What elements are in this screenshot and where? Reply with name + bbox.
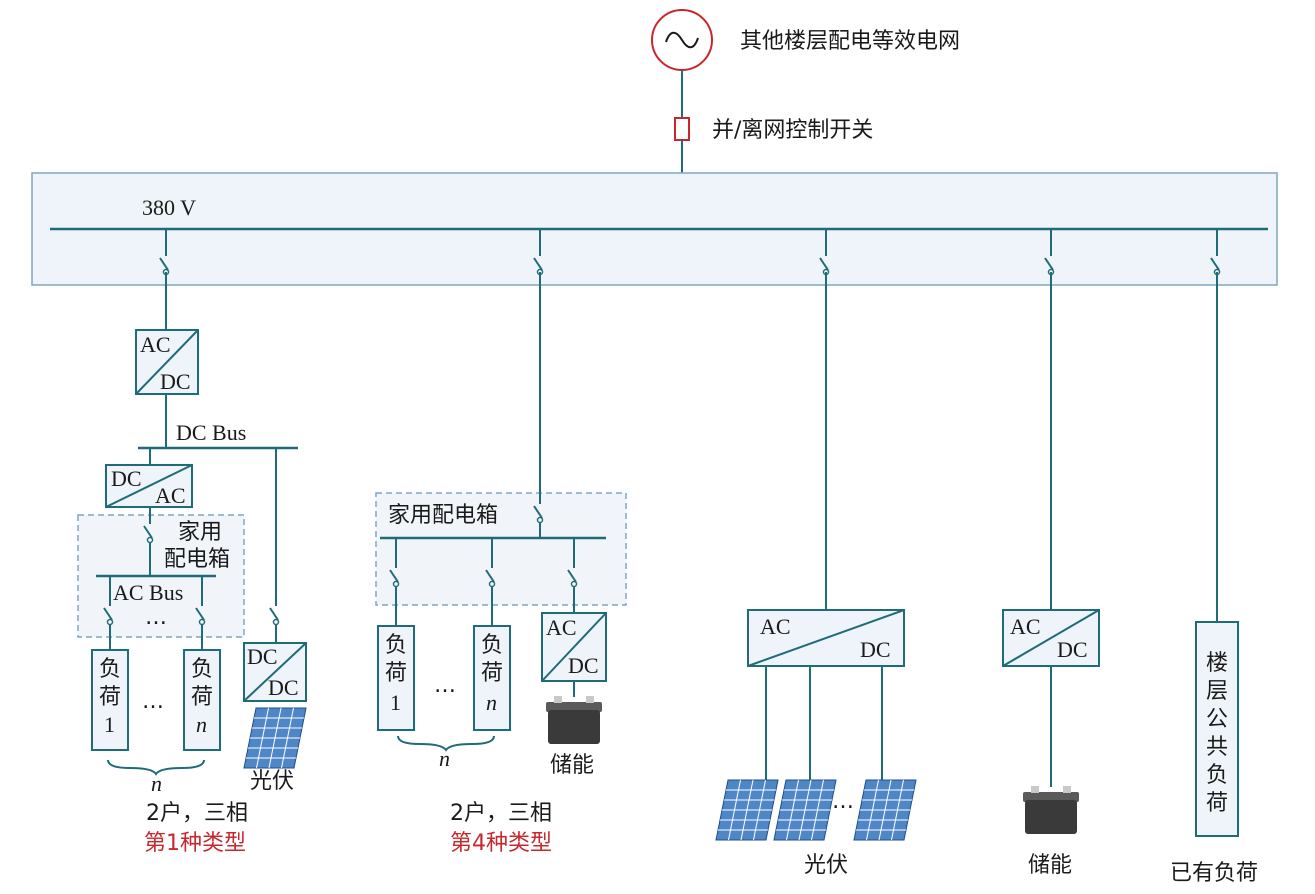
type1-pv-panel-icon <box>243 707 307 769</box>
public-load-char: 荷 <box>1206 791 1228 816</box>
breaker-icon <box>103 600 114 626</box>
grid-label: 其他楼层配电等效电网 <box>740 29 960 54</box>
type1-dots: … <box>145 605 167 630</box>
type4-load-dots: … <box>434 673 456 698</box>
pv-dots: … <box>832 789 854 814</box>
storage-acdc-converter: AC DC <box>1002 609 1100 667</box>
type1-n: n <box>151 771 162 796</box>
svg-text:荷: 荷 <box>191 685 213 710</box>
dc-bus-label: DC Bus <box>176 420 246 445</box>
svg-text:1: 1 <box>104 712 115 737</box>
type1-box-label-1: 家用 <box>178 520 222 545</box>
svg-text:DC: DC <box>268 675 299 700</box>
converter-ac-label: AC <box>155 483 186 508</box>
type1-dcdc-converter: DC DC <box>243 642 307 702</box>
svg-text:DC: DC <box>860 637 891 662</box>
storage-battery-icon <box>1023 786 1079 834</box>
pv-label: 光伏 <box>804 853 848 878</box>
type4-load-n: 负 荷 n <box>473 625 511 731</box>
svg-text:n: n <box>486 690 497 715</box>
converter-dc-label: DC <box>111 466 142 491</box>
svg-text:1: 1 <box>390 690 401 715</box>
ac-bus-label: AC Bus <box>113 580 183 605</box>
svg-text:负: 负 <box>191 657 213 682</box>
type1-load-1: 负 荷 1 <box>91 649 129 751</box>
pv-panel-icon <box>773 779 837 841</box>
bus-voltage-label: 380 V <box>142 195 196 220</box>
breaker-icon <box>485 562 496 588</box>
converter-dc-label: DC <box>160 369 191 394</box>
svg-text:荷: 荷 <box>385 661 407 686</box>
pv-acdc-converter: AC DC <box>747 609 905 667</box>
storage-label: 储能 <box>1028 853 1072 878</box>
breaker-icon <box>389 562 400 588</box>
type4-acdc-converter: AC DC <box>541 612 607 682</box>
svg-text:DC: DC <box>1057 637 1088 662</box>
svg-text:荷: 荷 <box>99 685 121 710</box>
svg-text:AC: AC <box>1010 614 1041 639</box>
svg-text:AC: AC <box>760 614 791 639</box>
type4-battery-icon <box>546 696 602 744</box>
breaker-icon <box>159 250 170 276</box>
breaker-icon <box>269 600 280 626</box>
type4-load-1: 负 荷 1 <box>377 625 415 731</box>
pv-panel-icon <box>853 779 917 841</box>
type4-caption: 2户，三相 <box>450 801 552 826</box>
pv-panel-icon <box>715 779 779 841</box>
switch-label: 并/离网控制开关 <box>712 118 873 143</box>
public-load-char: 层 <box>1206 679 1228 704</box>
breaker-icon <box>195 600 206 626</box>
type1-caption: 2户，三相 <box>146 801 248 826</box>
type1-type-label: 第1种类型 <box>144 831 246 856</box>
svg-text:DC: DC <box>247 644 278 669</box>
type1-box-label-2: 配电箱 <box>164 547 230 572</box>
breaker-icon <box>567 562 578 588</box>
sine-wave-icon <box>665 31 699 49</box>
type4-type-label: 第4种类型 <box>450 831 552 856</box>
type1-acdc-converter: AC DC <box>135 329 199 395</box>
grid-source: 其他楼层配电等效电网 <box>651 9 960 71</box>
bus-breakers <box>159 229 1221 276</box>
type1-pv-label: 光伏 <box>250 769 294 794</box>
public-load-char: 公 <box>1206 707 1228 732</box>
svg-text:AC: AC <box>546 615 577 640</box>
public-load-char: 负 <box>1206 763 1228 788</box>
type4-storage-label: 储能 <box>550 753 594 778</box>
public-load-box <box>1195 621 1239 837</box>
svg-text:DC: DC <box>568 653 599 678</box>
svg-text:负: 负 <box>99 657 121 682</box>
type4-box-label: 家用配电箱 <box>388 503 498 528</box>
svg-text:n: n <box>196 712 207 737</box>
type1-load-n: 负 荷 n <box>183 649 221 751</box>
public-load-char: 共 <box>1206 735 1228 760</box>
breaker-icon <box>143 518 154 544</box>
public-load-char: 楼 <box>1206 651 1228 676</box>
type4-home-distribution-box <box>375 492 627 606</box>
breaker-icon <box>533 498 544 524</box>
type1-brace <box>107 759 205 776</box>
public-load-label: 已有负荷 <box>1170 861 1258 886</box>
svg-text:荷: 荷 <box>481 661 503 686</box>
type1-dcac-converter: DC AC <box>105 464 193 508</box>
type1-load-dots: … <box>142 689 164 714</box>
type4-n: n <box>439 746 450 771</box>
grid-switch-icon <box>674 117 690 141</box>
converter-ac-label: AC <box>140 332 171 357</box>
svg-text:负: 负 <box>385 633 407 658</box>
svg-text:负: 负 <box>481 633 503 658</box>
branch-breakers <box>103 498 578 626</box>
type4-brace <box>397 735 495 752</box>
